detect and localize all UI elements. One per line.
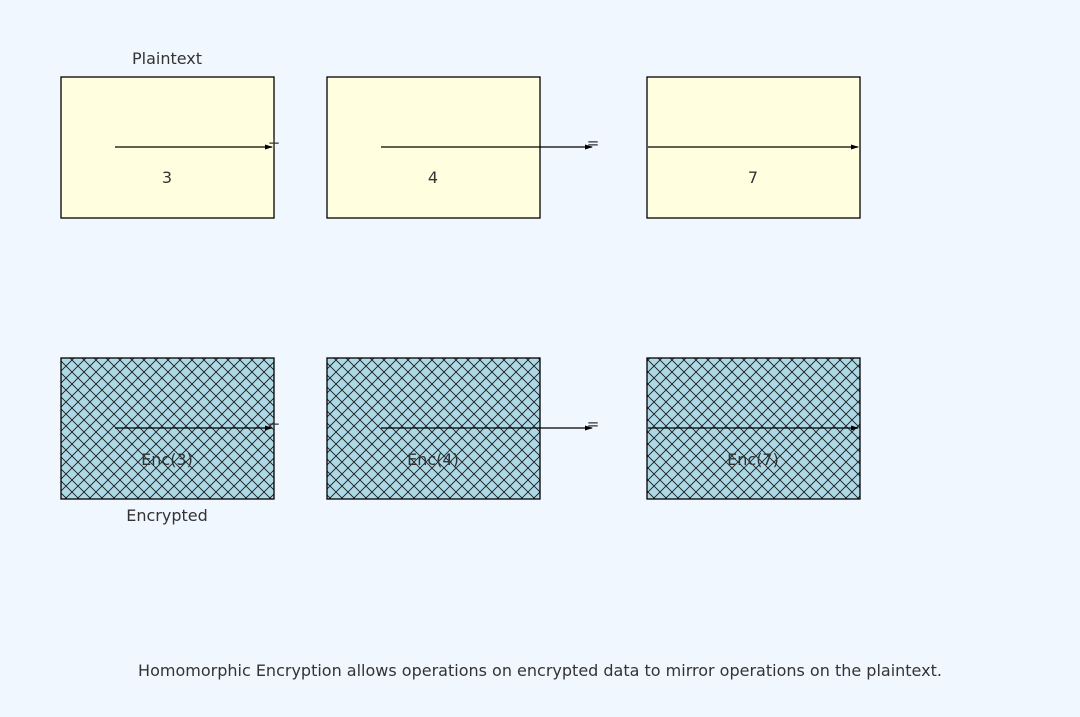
plaintext-value-result: 7 [748, 168, 758, 187]
plaintext-value-a: 3 [162, 168, 172, 187]
plaintext-plus-operator: + [268, 134, 281, 152]
plaintext-equals-operator: = [587, 134, 600, 152]
encrypted-value-b: Enc(4) [407, 450, 459, 469]
encrypted-value-a: Enc(3) [141, 450, 193, 469]
encrypted-plus-operator: + [268, 415, 281, 433]
plaintext-row-label: Plaintext [132, 49, 202, 68]
plaintext-value-b: 4 [428, 168, 438, 187]
diagram-caption: Homomorphic Encryption allows operations… [138, 661, 942, 680]
encrypted-equals-operator: = [587, 415, 600, 433]
encrypted-value-result: Enc(7) [727, 450, 779, 469]
encrypted-row-label: Encrypted [126, 506, 208, 525]
